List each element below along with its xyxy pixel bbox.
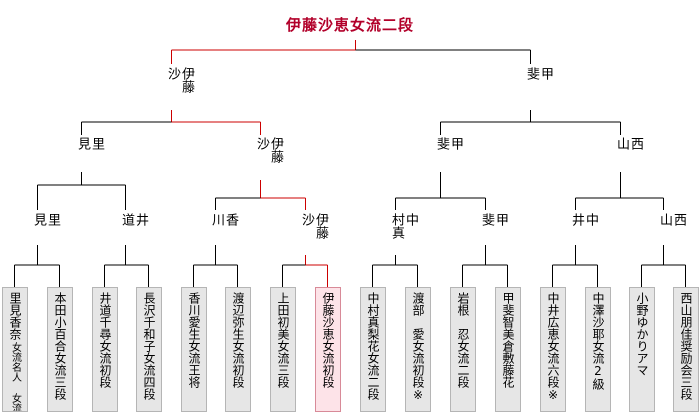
player-box: 長沢千和子女流四段 [136, 287, 162, 412]
player-box: 井道千尋女流初段 [92, 287, 118, 412]
quarterfinal-4: 西山 [614, 137, 643, 150]
champion-title: 伊藤沙恵女流二段 [285, 16, 414, 34]
player-name: 井道千尋女流初段 [98, 292, 112, 388]
player-name: 長沢千和子女流四段 [142, 292, 156, 400]
player-box: 中村真梨花女流二段 [360, 287, 386, 412]
player-name: 里見香奈 [8, 292, 22, 340]
player-name: 中村真梨花女流二段 [366, 292, 380, 400]
player-name: 渡辺弥生女流初段 [231, 292, 245, 388]
round2-5: 中村真 [389, 213, 418, 239]
player-name: 本田小百合女流三段 [53, 292, 67, 400]
round2-4: 伊藤沙 [299, 213, 328, 239]
player-name: 香川愛生女流王将 [187, 292, 201, 388]
player-box: 甲斐智美倉敷藤花 [495, 287, 521, 412]
semifinal-right: 甲斐 [524, 67, 553, 80]
player-name: 小野ゆかりアマ [635, 292, 649, 376]
player-box-winner: 伊藤沙恵女流初段 [315, 287, 341, 412]
player-name: 渡部 愛女流初段※ [411, 292, 425, 402]
player-title: 女流名人 女流王位 [9, 342, 21, 412]
player-box: 渡部 愛女流初段※ [405, 287, 431, 412]
player-box: 岩根 忍女流二段 [450, 287, 476, 412]
player-name: 甲斐智美倉敷藤花 [501, 292, 515, 388]
player-name: 中澤沙耶女流2級 [591, 292, 605, 390]
round2-8: 西山 [657, 213, 686, 226]
quarterfinal-1: 里見 [75, 137, 104, 150]
player-name: 西山朋佳奨励会三段 [679, 292, 693, 400]
player-name: 岩根 忍女流二段 [456, 292, 470, 388]
round2-6: 甲斐 [479, 213, 508, 226]
player-name: 中井広恵女流六段※ [546, 292, 560, 402]
semifinal-left: 伊藤沙 [165, 67, 194, 93]
round2-1: 里見 [31, 213, 60, 226]
player-box: 中井広恵女流六段※ [540, 287, 566, 412]
player-box: 小野ゆかりアマ [629, 287, 655, 412]
quarterfinal-2: 伊藤沙 [254, 137, 283, 163]
quarterfinal-3: 甲斐 [434, 137, 463, 150]
player-box: 渡辺弥生女流初段 [225, 287, 251, 412]
player-box: 中澤沙耶女流2級 [585, 287, 611, 412]
player-box: 里見香奈 女流名人 女流王位 [2, 287, 28, 412]
round2-3: 香川 [209, 213, 238, 226]
player-name: 伊藤沙恵女流初段 [321, 292, 335, 388]
player-box: 本田小百合女流三段 [47, 287, 73, 412]
player-box: 香川愛生女流王将 [181, 287, 207, 412]
round2-7: 中井 [569, 213, 598, 226]
player-box: 西山朋佳奨励会三段 [673, 287, 699, 412]
round2-2: 井道 [119, 213, 148, 226]
player-box: 上田初美女流三段 [270, 287, 296, 412]
player-name: 上田初美女流三段 [276, 292, 290, 388]
